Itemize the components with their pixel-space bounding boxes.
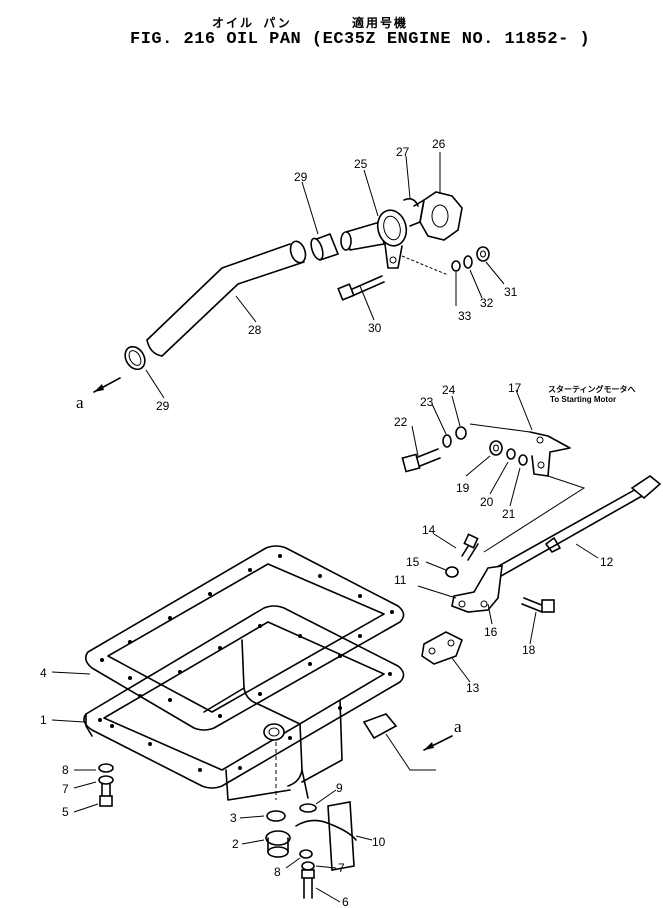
callout-10: 10 [372, 835, 386, 849]
washer-8-left [98, 763, 114, 773]
callout-33: 33 [458, 309, 472, 323]
callout-28: 28 [248, 323, 262, 337]
callout-1: 1 [40, 713, 47, 727]
callout-23: 23 [420, 395, 434, 409]
bracket-guide-lower [483, 475, 586, 553]
nut-19 [489, 440, 503, 456]
callout-6: 6 [342, 895, 349, 908]
drain-plug-2 [265, 830, 291, 858]
washer-7-right [301, 861, 315, 871]
callout-7-right: 7 [338, 861, 345, 875]
bolt-6 [301, 869, 315, 899]
callout-31: 31 [504, 285, 518, 299]
washer-8-right [299, 849, 313, 859]
assembly-guide-line [401, 255, 449, 276]
callout-18: 18 [522, 643, 536, 657]
bracket-17 [529, 431, 571, 477]
callout-2: 2 [232, 837, 239, 851]
bolt-30 [337, 275, 385, 301]
callout-32: 32 [480, 296, 494, 310]
bracket-guide-upper [469, 423, 531, 433]
callout-5: 5 [62, 805, 69, 819]
filler-tube [146, 240, 307, 357]
bolt-14 [461, 533, 479, 561]
oil-pan [83, 605, 405, 801]
figure-title: FIG. 216 OIL PAN (EC35Z ENGINE NO. 11852… [130, 30, 591, 49]
o-ring-3 [266, 810, 286, 822]
leader-lines [51, 152, 599, 903]
motor-note-english: To Starting Motor [550, 395, 616, 404]
washer-20 [506, 448, 516, 460]
bolt-5 [99, 783, 113, 807]
callout-8-right: 8 [274, 865, 281, 879]
callout-17: 17 [508, 381, 522, 395]
callout-24: 24 [442, 383, 456, 397]
callout-4: 4 [40, 666, 47, 680]
part-callouts: 29 25 27 26 28 30 33 32 31 29 a スターティングモ… [40, 137, 636, 908]
callout-16: 16 [484, 625, 498, 639]
callout-26: 26 [432, 137, 446, 151]
callout-8-left: 8 [62, 763, 69, 777]
callout-29-upper: 29 [294, 170, 308, 184]
hose-clamp-upper [310, 232, 340, 262]
washer-21 [518, 454, 528, 466]
callout-27: 27 [396, 145, 410, 159]
motor-note-japanese: スターティングモータへ [548, 384, 636, 394]
cap-gasket [403, 198, 419, 207]
washer-32 [463, 255, 473, 269]
callout-29-lower: 29 [156, 399, 170, 413]
view-marker-upper: a [76, 393, 84, 412]
callout-13: 13 [466, 681, 480, 695]
callout-15: 15 [406, 555, 420, 569]
gasket-13 [421, 631, 464, 665]
callout-12: 12 [600, 555, 614, 569]
callout-30: 30 [368, 321, 382, 335]
washer-7-left [98, 775, 114, 785]
bolt-18 [521, 597, 555, 613]
oil-pan-gasket [84, 545, 405, 731]
bolt-22 [401, 448, 441, 473]
callout-14: 14 [422, 523, 436, 537]
hose-clamp-lower [124, 345, 146, 371]
title-japanese-left: オイル パン [212, 17, 292, 31]
view-marker-lower: a [454, 717, 462, 736]
dipstick-guide-16 [451, 565, 503, 613]
callout-3: 3 [230, 811, 237, 825]
view-arrow-lower [423, 735, 453, 751]
dipstick-12 [487, 475, 662, 581]
callout-19: 19 [456, 481, 470, 495]
callout-21: 21 [502, 507, 516, 521]
view-arrow-lower-leader [385, 733, 436, 771]
callout-9: 9 [336, 781, 343, 795]
callout-7-left: 7 [62, 782, 69, 796]
washer-24 [455, 426, 467, 440]
cover-10 [295, 801, 357, 871]
washer-23 [442, 434, 452, 448]
washer-33 [451, 260, 461, 272]
callout-20: 20 [480, 495, 494, 509]
callout-11: 11 [394, 573, 407, 587]
filler-cap [409, 191, 463, 241]
callout-25: 25 [354, 157, 368, 171]
title-japanese-right: 適用号機 [352, 17, 409, 31]
gasket-9 [299, 803, 317, 813]
nut-31 [476, 246, 490, 262]
filler-neck [340, 209, 408, 269]
callout-22: 22 [394, 415, 408, 429]
view-arrow-upper [93, 377, 121, 393]
washer-15 [445, 566, 459, 578]
